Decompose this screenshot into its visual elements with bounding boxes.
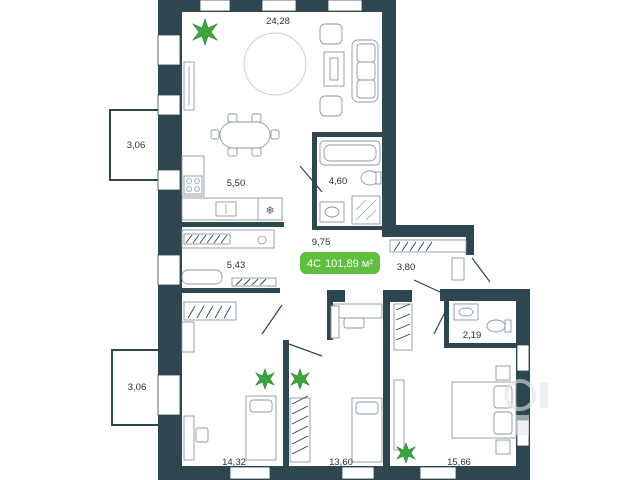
badge-total: 101,89 м² bbox=[325, 258, 373, 270]
badge-label: 4С 101,89 м² bbox=[307, 258, 373, 270]
living-furniture bbox=[183, 23, 379, 157]
wc-fixtures bbox=[453, 303, 512, 333]
area-label-hall: 9,75 bbox=[312, 237, 331, 248]
corridor-furniture bbox=[389, 239, 467, 281]
watermark-logo bbox=[504, 379, 548, 435]
svg-text:❄: ❄ bbox=[265, 205, 274, 217]
plant-icon bbox=[396, 442, 416, 464]
storage-furniture bbox=[181, 229, 277, 287]
bedroom-1-furniture bbox=[181, 301, 277, 461]
interior-walls bbox=[180, 132, 516, 466]
area-label-balcony-bottom: 3,06 bbox=[128, 382, 147, 393]
area-label-bedroom-3: 15,66 bbox=[447, 457, 471, 468]
doors bbox=[261, 165, 491, 357]
area-label-bedroom-1: 14,32 bbox=[222, 457, 246, 468]
windows bbox=[157, 0, 530, 480]
bath-fixtures bbox=[319, 140, 382, 225]
plant-icon bbox=[290, 368, 310, 390]
plant-icon bbox=[192, 18, 218, 46]
bedroom-2-furniture bbox=[289, 303, 383, 463]
area-labels: 24,28 5,50 4,60 3,06 9,75 5,43 3,80 2,19… bbox=[127, 16, 482, 468]
balcony-bottom bbox=[111, 349, 161, 426]
area-label-balcony-top: 3,06 bbox=[127, 140, 146, 151]
area-label-kitchen: 5,50 bbox=[227, 178, 246, 189]
area-label-storage: 5,43 bbox=[227, 260, 246, 271]
balcony-top bbox=[109, 109, 161, 181]
badge-type: 4С bbox=[307, 258, 321, 270]
area-label-corridor: 3,80 bbox=[397, 262, 416, 273]
area-label-living: 24,28 bbox=[266, 16, 290, 27]
plant-icons bbox=[192, 18, 416, 464]
kitchen-furniture: ❄ bbox=[181, 155, 283, 221]
total-area-badge: 4С 101,89 м² bbox=[300, 252, 380, 274]
plant-icon bbox=[255, 368, 275, 390]
area-label-bedroom-2: 13,60 bbox=[329, 457, 353, 468]
area-label-wc: 2,19 bbox=[463, 330, 482, 341]
area-label-bath: 4,60 bbox=[329, 176, 348, 187]
